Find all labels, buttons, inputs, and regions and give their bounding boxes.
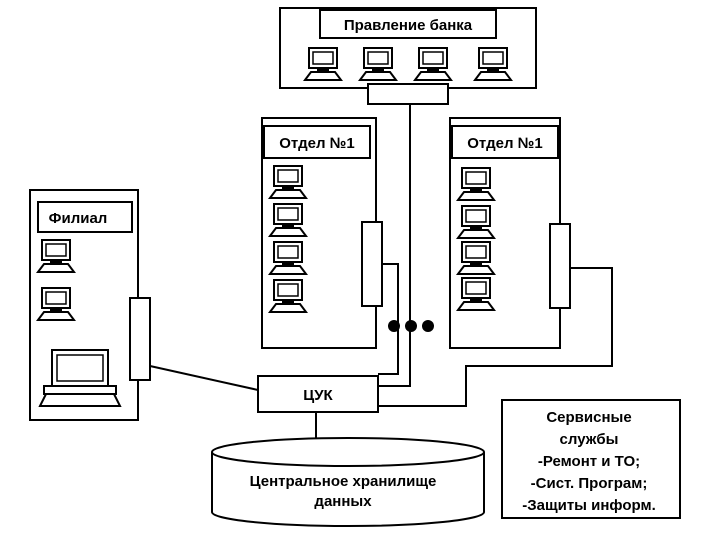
bank-board-title-box [319,9,497,39]
control-center-box [257,375,379,413]
services-line: -Сист. Програм; [531,475,648,492]
link-branch-to-cuk [149,365,259,391]
link-dept-left-to-cuk [378,263,399,375]
bank-board-switch [367,83,449,105]
bank-board-title: Правление банка [344,17,473,34]
desktop-computer-icon [269,241,307,275]
desktop-computer-icon [269,165,307,199]
storage-label-line2: данных [314,493,372,510]
branch-title-box [37,201,133,233]
bank-board-group: Правление банка [279,7,537,105]
branch-group: Филиал [29,189,151,421]
desktop-computer-icon [37,287,75,321]
desktop-computer-icon [457,277,495,311]
desktop-computer-icon [474,47,512,81]
department-left-title: Отдел №1 [279,135,354,152]
services-line: -Ремонт и ТО; [538,453,640,470]
desktop-computer-icon [37,239,75,273]
services-box [501,399,681,519]
services-line: Сервисные [546,409,631,426]
desktop-computer-icon [414,47,452,81]
desktop-computer-icon [269,279,307,313]
central-storage-group: Центральное хранилище данных [211,437,485,527]
storage-label-line1: Центральное хранилище [250,473,437,490]
department-left-group: Отдел №1 [261,117,383,349]
department-left-hub [361,221,383,307]
storage-cylinder-body [211,452,485,527]
department-left-title-box [263,125,371,159]
laptop-computer-icon [39,349,121,407]
department-right-title: Отдел №1 [467,135,542,152]
desktop-computer-icon [269,203,307,237]
department-right-group: Отдел №1 [449,117,571,349]
link-board-to-cuk [378,104,411,387]
department-right-hub [549,223,571,309]
desktop-computer-icon [457,241,495,275]
services-line: службы [560,431,619,448]
desktop-computer-icon [304,47,342,81]
desktop-computer-icon [457,167,495,201]
services-line: -Защиты информ. [522,497,656,514]
control-center-group: ЦУК [257,375,379,413]
storage-cylinder-top [211,437,485,467]
services-group: Сервисные службы -Ремонт и ТО; -Сист. Пр… [501,399,681,519]
desktop-computer-icon [359,47,397,81]
department-right-title-box [451,125,559,159]
desktop-computer-icon [457,205,495,239]
dots-icon [388,320,434,332]
branch-hub [129,297,151,381]
branch-title: Филиал [49,210,108,227]
control-center-label: ЦУК [303,387,333,404]
